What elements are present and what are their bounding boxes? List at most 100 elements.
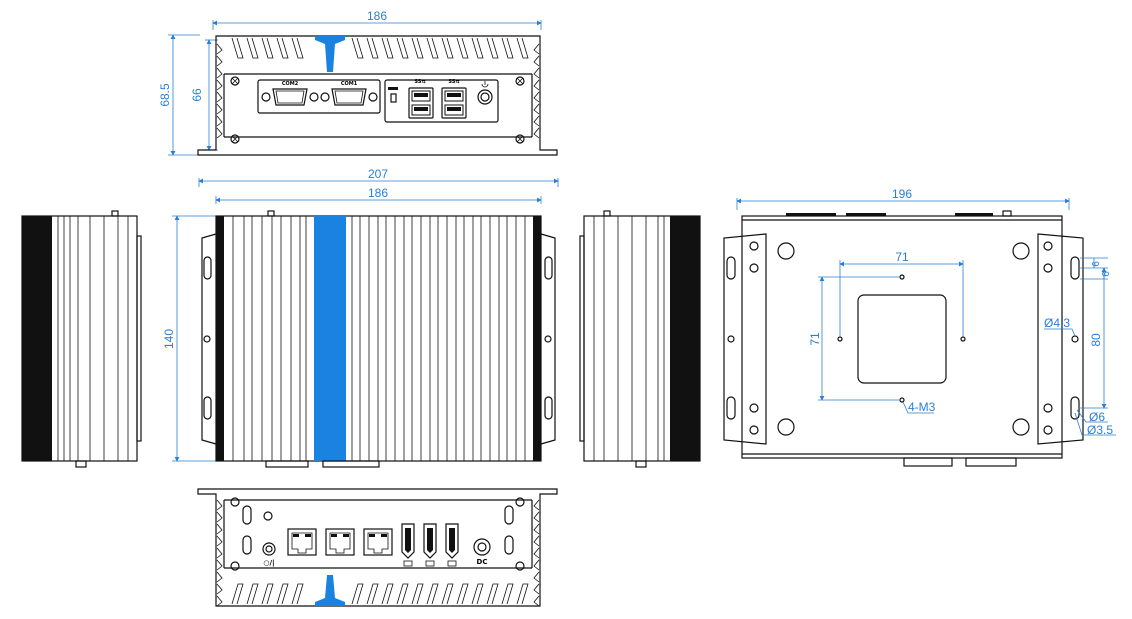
top-fin xyxy=(231,37,244,59)
bottom-view: 196 71 xyxy=(723,187,1116,467)
top-fin xyxy=(441,37,454,59)
lan-port-socket xyxy=(291,532,313,554)
side-fin xyxy=(533,91,540,103)
power-switch-label: ○/| xyxy=(263,559,274,568)
rear-fin xyxy=(396,583,409,605)
usb-port-group-2 xyxy=(441,87,467,119)
top-fin xyxy=(456,37,469,59)
lan-led xyxy=(369,534,375,537)
side-fin xyxy=(533,79,540,91)
top-fin xyxy=(381,37,394,59)
top-fin xyxy=(261,37,274,59)
display-icon xyxy=(403,560,413,567)
rear-fin xyxy=(426,583,439,605)
side-fin xyxy=(216,571,223,583)
hdmi-port xyxy=(445,523,459,559)
side-fin xyxy=(216,523,223,535)
power-button xyxy=(477,81,493,105)
side-fin xyxy=(216,103,223,115)
top-fin xyxy=(426,37,439,59)
hdmi-socket xyxy=(449,528,455,553)
side-fin xyxy=(533,115,540,127)
com2-port xyxy=(261,88,319,106)
lan-port xyxy=(287,528,317,556)
rear-fin xyxy=(456,583,469,605)
side-fin xyxy=(216,55,223,67)
top-fin xyxy=(291,37,304,59)
top-fin xyxy=(471,37,484,59)
slot-pitch-label: 80 xyxy=(1089,333,1103,347)
usb-b-label: SS⇆ xyxy=(448,79,459,85)
side-fin xyxy=(216,547,223,559)
main-width-outer-label: 207 xyxy=(368,167,388,181)
lan-led xyxy=(381,534,387,537)
side-fin xyxy=(216,559,223,571)
rear-fin xyxy=(276,583,289,605)
side-fin xyxy=(533,103,540,115)
main-height-label: 140 xyxy=(162,329,176,349)
side-fin xyxy=(216,535,223,547)
lan-port xyxy=(363,528,393,556)
display-icon xyxy=(425,560,435,567)
display-icon xyxy=(447,560,457,567)
rear-fin xyxy=(231,583,244,605)
rear-fin xyxy=(261,583,274,605)
rear-fin xyxy=(441,583,454,605)
rear-fin xyxy=(351,583,364,605)
rear-fin xyxy=(501,583,514,605)
hole-spacing-x-label: 71 xyxy=(895,250,909,264)
side-fin xyxy=(533,499,540,511)
main-width-inner-label: 186 xyxy=(368,186,388,200)
front-panel-view: 186 68.5 66 COM2 COM1 xyxy=(158,9,558,156)
side-fin xyxy=(216,511,223,523)
usb-a-label: SS⇆ xyxy=(414,79,425,85)
com1-port xyxy=(320,88,378,106)
side-fin xyxy=(533,535,540,547)
slot-width-label: Ø6 xyxy=(1089,410,1105,424)
rear-panel-view: ○/| DC xyxy=(197,488,558,607)
top-fin xyxy=(276,37,289,59)
rear-fin xyxy=(486,583,499,605)
slot-dim-a-label: 6 xyxy=(1091,261,1102,267)
right-side-view xyxy=(579,210,701,468)
side-fin xyxy=(216,127,223,139)
lan-led xyxy=(331,534,337,537)
side-fin xyxy=(533,547,540,559)
side-fin xyxy=(216,91,223,103)
hole-spacing-y-label: 71 xyxy=(808,332,822,346)
top-fin xyxy=(366,37,379,59)
left-side-view xyxy=(21,210,142,468)
lan-led xyxy=(343,534,349,537)
side-fin xyxy=(216,595,223,607)
slot-dim-b-label: 6 xyxy=(1101,271,1112,277)
rear-fin xyxy=(366,583,379,605)
hdmi-port xyxy=(423,523,437,559)
side-fin xyxy=(216,499,223,511)
top-fin xyxy=(411,37,424,59)
rear-fin xyxy=(411,583,424,605)
side-fin xyxy=(533,127,540,139)
top-height-inner-label: 66 xyxy=(190,88,204,102)
hole-dia-label: Ø4.3 xyxy=(1044,316,1070,330)
rear-fin xyxy=(471,583,484,605)
side-fin xyxy=(216,79,223,91)
lan-port-socket xyxy=(329,532,351,554)
rear-fin xyxy=(381,583,394,605)
com2-label: COM2 xyxy=(282,81,299,87)
side-fin xyxy=(216,115,223,127)
top-height-outer-label: 68.5 xyxy=(158,83,172,107)
com1-label: COM1 xyxy=(341,81,358,87)
dc-label: DC xyxy=(477,558,488,566)
top-fin xyxy=(486,37,499,59)
side-fin xyxy=(533,511,540,523)
side-fin xyxy=(533,43,540,55)
side-fin xyxy=(533,67,540,79)
side-fin xyxy=(216,583,223,595)
main-top-view: 207 186 140 xyxy=(162,167,559,468)
side-fin xyxy=(533,583,540,595)
top-fin xyxy=(516,37,529,59)
lan-led xyxy=(305,534,311,537)
top-fin xyxy=(396,37,409,59)
lan-led xyxy=(293,534,299,537)
